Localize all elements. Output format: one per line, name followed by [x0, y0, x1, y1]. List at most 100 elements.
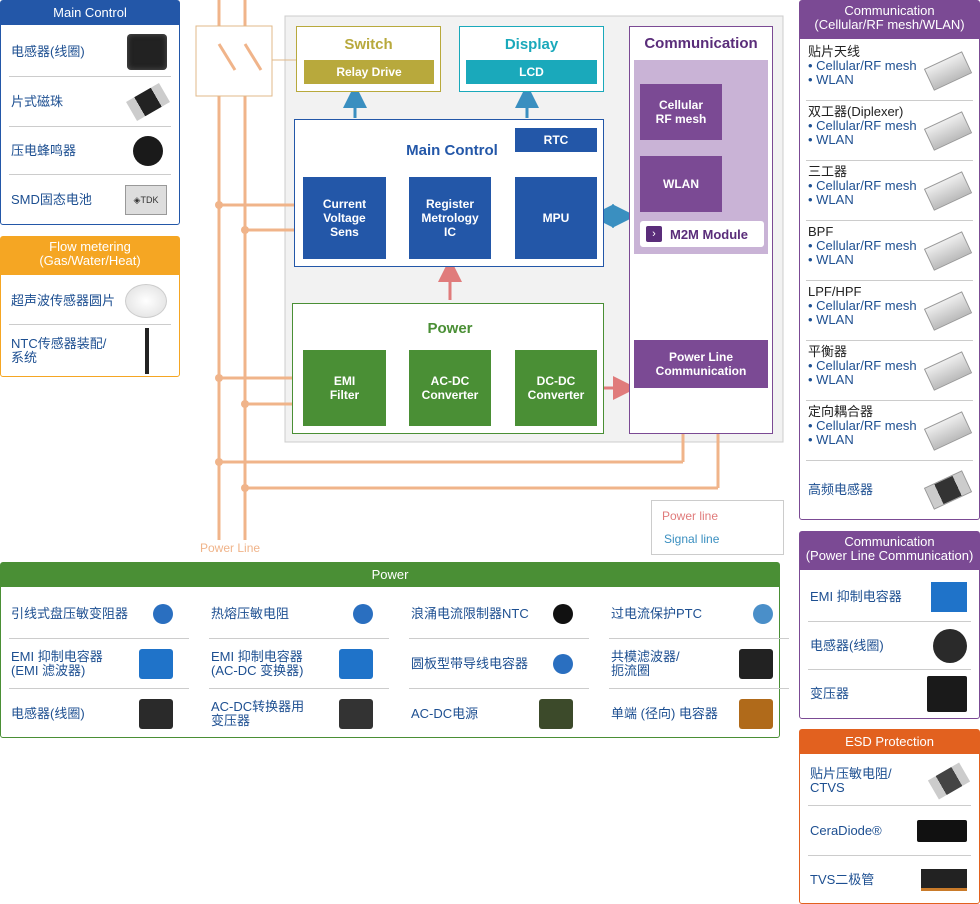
lcd-block[interactable]: LCD — [466, 60, 597, 84]
component-application: • Cellular/RF mesh — [808, 238, 917, 253]
component-application: • WLAN — [808, 432, 854, 447]
list-item[interactable]: AC-DC转换器用 变压器 — [209, 689, 389, 739]
flow-metering-panel: Flow metering (Gas/Water/Heat) 超声波传感器圆片 … — [0, 236, 180, 377]
list-item[interactable]: 共模滤波器/ 扼流圈 — [609, 639, 789, 689]
component-name: 三工器 — [808, 164, 848, 179]
component-image — [923, 410, 973, 451]
switch-title: Switch — [344, 36, 393, 53]
component-image — [923, 470, 973, 510]
list-item[interactable]: 贴片天线• Cellular/RF mesh• WLAN — [806, 41, 973, 101]
list-item[interactable]: 热熔压敏电阻 — [209, 589, 389, 639]
list-item[interactable]: 三工器• Cellular/RF mesh• WLAN — [806, 161, 973, 221]
list-item[interactable]: NTC传感器装配/ 系统 — [9, 325, 171, 377]
component-name: 双工器(Diplexer) — [808, 104, 904, 119]
legend-signal-line: Signal line — [664, 532, 720, 546]
power-line-label: Power Line — [200, 541, 261, 555]
communication-plc-panel: Communication (Power Line Communication)… — [799, 531, 980, 719]
component-image — [923, 50, 973, 91]
current-voltage-block[interactable]: Current Voltage Sens — [303, 177, 386, 259]
acdc-converter-block[interactable]: AC-DC Converter — [409, 350, 491, 426]
cellular-block[interactable]: Cellular RF mesh — [640, 84, 722, 140]
esd-protection-panel: ESD Protection 贴片压敏电阻/ CTVS CeraDiode® T… — [799, 729, 980, 904]
component-application: • Cellular/RF mesh — [808, 58, 917, 73]
component-image — [139, 699, 173, 729]
component-image — [739, 699, 773, 729]
list-item[interactable]: 单端 (径向) 电容器 — [609, 689, 789, 739]
list-item[interactable]: EMI 抑制电容器 (AC-DC 变换器) — [209, 639, 389, 689]
list-item[interactable]: BPF• Cellular/RF mesh• WLAN — [806, 221, 973, 281]
buzzer-image — [133, 135, 163, 166]
chip-bead-image — [126, 82, 170, 121]
chevron-right-icon: › — [646, 226, 662, 242]
component-image — [923, 230, 973, 271]
list-item[interactable]: 变压器 — [808, 670, 971, 718]
m2m-module-badge[interactable]: › M2M Module — [640, 221, 764, 247]
component-name: 平衡器 — [808, 344, 848, 359]
wlan-block[interactable]: WLAN — [640, 156, 722, 212]
list-item[interactable]: 超声波传感器圆片 — [9, 277, 171, 325]
component-image — [553, 603, 573, 624]
list-item[interactable]: 压电蜂鸣器 — [9, 127, 171, 175]
component-application: • Cellular/RF mesh — [808, 118, 917, 133]
list-item[interactable]: 片式磁珠 — [9, 77, 171, 127]
m2m-label: M2M Module — [670, 226, 748, 242]
ceradiode-image — [917, 819, 967, 842]
list-item[interactable]: TVS二极管 — [808, 856, 971, 904]
list-item[interactable]: 贴片压敏电阻/ CTVS — [808, 756, 971, 806]
power-panel-header: Power — [1, 563, 779, 587]
register-metrology-block[interactable]: Register Metrology IC — [409, 177, 491, 259]
list-item[interactable]: CeraDiode® — [808, 806, 971, 856]
component-application: • WLAN — [808, 192, 854, 207]
component-image — [339, 648, 373, 679]
component-application: • Cellular/RF mesh — [808, 418, 917, 433]
list-item[interactable]: SMD固态电池 ◈TDK — [9, 175, 171, 225]
component-image — [353, 603, 373, 624]
list-item[interactable]: 电感器(线圈) — [9, 689, 189, 739]
component-name: LPF/HPF — [808, 284, 862, 299]
list-item[interactable]: LPF/HPF• Cellular/RF mesh• WLAN — [806, 281, 973, 341]
component-application: • Cellular/RF mesh — [808, 358, 917, 373]
flow-metering-header: Flow metering (Gas/Water/Heat) — [1, 237, 179, 275]
list-item[interactable]: EMI 抑制电容器 (EMI 滤波器) — [9, 639, 189, 689]
list-item[interactable]: 电感器(线圈) — [808, 622, 971, 670]
component-image — [753, 603, 773, 624]
component-image — [923, 350, 973, 391]
legend: Power line Signal line — [651, 500, 784, 555]
list-item[interactable]: 定向耦合器• Cellular/RF mesh• WLAN — [806, 401, 973, 461]
list-item[interactable]: 双工器(Diplexer)• Cellular/RF mesh• WLAN — [806, 101, 973, 161]
list-item[interactable]: 电感器(线圈) — [9, 27, 171, 77]
list-item[interactable]: EMI 抑制电容器 — [808, 572, 971, 622]
component-image — [923, 110, 973, 151]
emi-filter-block[interactable]: EMI Filter — [303, 350, 386, 426]
list-item[interactable]: 引线式盘压敏变阻器 — [9, 589, 189, 639]
relay-drive-block[interactable]: Relay Drive — [304, 60, 434, 84]
esd-protection-header: ESD Protection — [800, 730, 979, 754]
component-application: • WLAN — [808, 132, 854, 147]
rtc-block[interactable]: RTC — [515, 128, 597, 152]
list-item[interactable]: 圆板型带导线电容器 — [409, 639, 589, 689]
component-image — [339, 699, 373, 729]
transformer-image — [927, 676, 967, 712]
list-item[interactable]: 平衡器• Cellular/RF mesh• WLAN — [806, 341, 973, 401]
list-item[interactable]: AC-DC电源 — [409, 689, 589, 739]
component-name: BPF — [808, 224, 834, 239]
list-item[interactable]: 高频电感器 — [806, 461, 973, 519]
inductor-image — [127, 33, 167, 70]
component-image — [739, 648, 773, 679]
component-application: • Cellular/RF mesh — [808, 178, 917, 193]
power-line-communication-block[interactable]: Power Line Communication — [634, 340, 768, 388]
component-application: • WLAN — [808, 252, 854, 267]
component-application: • Cellular/RF mesh — [808, 298, 917, 313]
communication-plc-header: Communication (Power Line Communication) — [800, 532, 979, 570]
solid-battery-image: ◈TDK — [125, 185, 167, 215]
component-name: 贴片天线 — [808, 44, 861, 59]
emi-capacitor-image — [931, 581, 967, 612]
mpu-block[interactable]: MPU — [515, 177, 597, 259]
communication-title: Communication — [644, 35, 758, 52]
dcdc-converter-block[interactable]: DC-DC Converter — [515, 350, 597, 426]
tvs-diode-image — [921, 869, 967, 891]
list-item[interactable]: 浪涌电流限制器NTC — [409, 589, 589, 639]
component-application: • WLAN — [808, 72, 854, 87]
chip-varistor-image — [927, 761, 971, 800]
list-item[interactable]: 过电流保护PTC — [609, 589, 789, 639]
